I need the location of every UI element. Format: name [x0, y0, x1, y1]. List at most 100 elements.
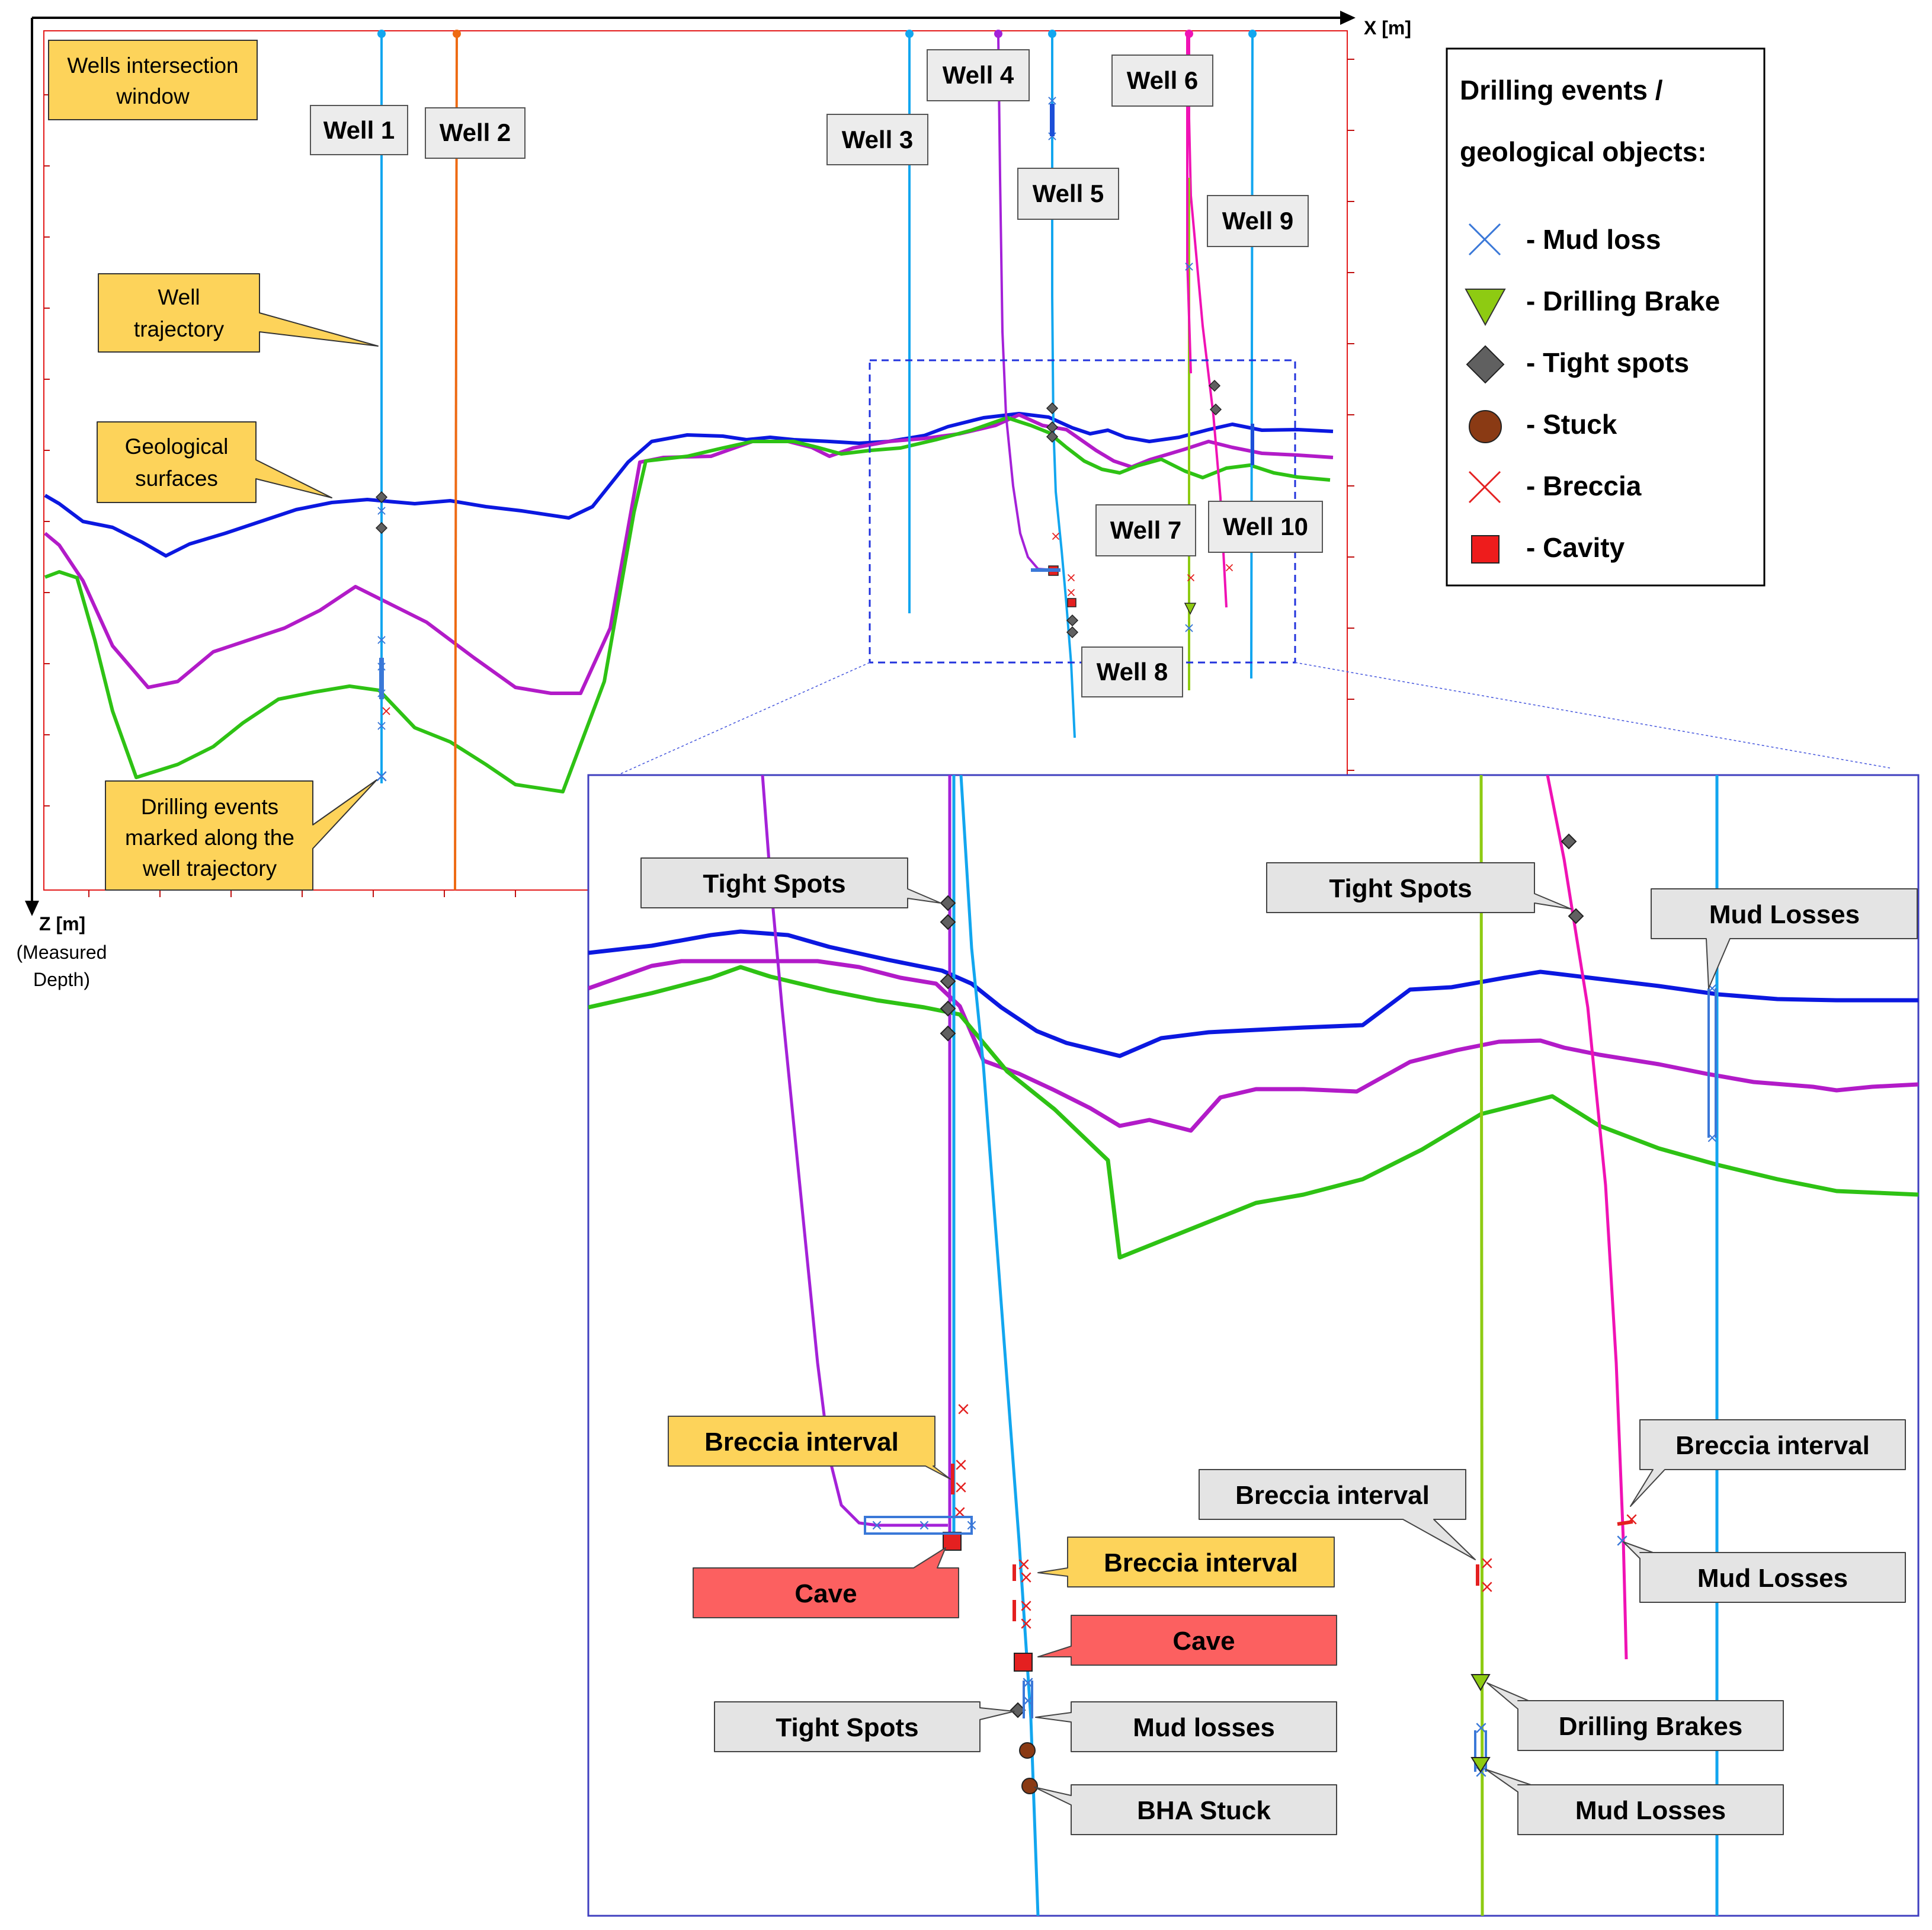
legend-item-breccia: - Breccia	[1526, 471, 1642, 501]
annotation-drilling-events: Drilling events marked along the well tr…	[105, 779, 377, 891]
svg-text:Drilling Brakes: Drilling Brakes	[1559, 1712, 1743, 1741]
x-axis	[32, 11, 1356, 25]
legend-item-tight-spots: - Tight spots	[1526, 347, 1689, 378]
zoom-surface-bottom	[588, 965, 1918, 1260]
well-5-label: Well 5	[1017, 168, 1119, 220]
svg-text:well trajectory: well trajectory	[142, 856, 277, 881]
zoom-inset: Tight Spots Tight Spots Mud Losses Brecc…	[587, 774, 1920, 1917]
ruler-ticks	[44, 59, 1354, 897]
surface-top	[44, 412, 1334, 558]
legend: Drilling events / geological objects: - …	[1446, 47, 1766, 587]
well-8-label: Well 8	[1081, 646, 1183, 697]
svg-text:Well 4: Well 4	[943, 61, 1014, 89]
legend-item-cavity: - Cavity	[1526, 532, 1625, 563]
legend-item-stuck: - Stuck	[1526, 409, 1617, 440]
callout-mud-losses-1: Mud Losses	[1651, 888, 1918, 989]
well-6-label: Well 6	[1111, 55, 1213, 107]
z-axis	[25, 18, 39, 916]
annotation-window: Wells intersection window	[48, 40, 258, 120]
svg-text:Mud losses: Mud losses	[1133, 1713, 1275, 1742]
well-7-label: Well 7	[1095, 504, 1196, 556]
well-2-label: Well 2	[425, 107, 526, 159]
callout-drilling-brakes: Drilling Brakes	[1486, 1682, 1784, 1751]
svg-text:BHA Stuck: BHA Stuck	[1137, 1796, 1271, 1825]
svg-text:Tight Spots: Tight Spots	[776, 1713, 918, 1742]
svg-text:Breccia interval: Breccia interval	[1235, 1481, 1430, 1510]
zoom-well-7	[1479, 775, 1484, 1916]
annotation-well-trajectory: Well trajectory	[98, 273, 379, 353]
z-axis-sub-1: (Measured	[17, 942, 107, 963]
legend-title-2: geological objects:	[1460, 136, 1707, 167]
svg-text:Tight Spots: Tight Spots	[703, 869, 845, 898]
legend-cavity-icon	[1471, 535, 1500, 564]
svg-text:Mud Losses: Mud Losses	[1575, 1796, 1726, 1825]
legend-breccia-icon	[1468, 471, 1501, 504]
svg-text:Mud Losses: Mud Losses	[1697, 1564, 1848, 1593]
svg-text:Tight Spots: Tight Spots	[1329, 874, 1472, 903]
zoom-surface-top	[588, 929, 1918, 1058]
callout-mud-losses-3: Mud Losses	[1623, 1541, 1906, 1603]
zoom-well-6	[1546, 775, 1628, 1660]
legend-tight-spots-icon	[1466, 345, 1505, 384]
callout-mud-losses-2: Mud losses	[1035, 1701, 1337, 1752]
legend-stuck-icon	[1469, 410, 1502, 443]
callout-breccia-interval-2: Breccia interval	[1037, 1537, 1335, 1587]
callout-tight-spots-2: Tight Spots	[1266, 862, 1572, 913]
svg-text:Well 1: Well 1	[323, 116, 395, 144]
annotation-geological-surfaces: Geological surfaces	[97, 421, 332, 503]
x-axis-label: X [m]	[1364, 17, 1411, 39]
svg-text:Well 10: Well 10	[1223, 513, 1308, 540]
svg-text:Well 3: Well 3	[842, 126, 914, 153]
svg-text:Well 8: Well 8	[1097, 658, 1168, 686]
well-8-trajectory	[1186, 36, 1192, 374]
callout-mud-losses-4: Mud Losses	[1485, 1769, 1784, 1835]
well-3-label: Well 3	[826, 114, 928, 165]
svg-text:Well: Well	[158, 285, 200, 309]
legend-item-drilling-brake: - Drilling Brake	[1526, 286, 1720, 316]
svg-text:Mud Losses: Mud Losses	[1709, 900, 1860, 929]
svg-text:Well 7: Well 7	[1110, 516, 1182, 544]
well-5-trajectory	[1051, 36, 1076, 738]
legend-mud-loss-icon	[1468, 223, 1501, 256]
z-axis-sub-2: Depth)	[33, 969, 90, 990]
svg-text:Wells intersection: Wells intersection	[67, 53, 238, 78]
legend-drilling-brake-icon	[1465, 289, 1506, 327]
events-zoom	[864, 833, 1717, 1794]
svg-text:surfaces: surfaces	[135, 466, 218, 491]
geological-surfaces-main	[44, 412, 1334, 793]
svg-text:Cave: Cave	[794, 1579, 857, 1608]
svg-text:Breccia interval: Breccia interval	[704, 1428, 899, 1457]
callout-tight-spots-1: Tight Spots	[640, 857, 941, 908]
legend-title-1: Drilling events /	[1460, 75, 1663, 105]
callout-breccia-interval-4: Breccia interval	[1630, 1419, 1906, 1507]
well-labels: Well 1 Well 2 Well 3 Well 4 Well 5 Well …	[310, 49, 1323, 697]
svg-text:Well 6: Well 6	[1127, 66, 1199, 94]
well-2-trajectory	[454, 35, 458, 891]
svg-text:Breccia interval: Breccia interval	[1675, 1431, 1870, 1460]
svg-text:Well 2: Well 2	[440, 119, 511, 146]
z-axis-label: Z [m]	[39, 913, 85, 934]
callout-bha-stuck: BHA Stuck	[1034, 1784, 1337, 1835]
surface-bottom	[44, 416, 1331, 793]
callout-breccia-interval-1: Breccia interval	[668, 1416, 951, 1480]
well-10-trajectory	[1250, 35, 1254, 679]
zoom-surface-mid	[588, 959, 1918, 1133]
callout-cave-2: Cave	[1037, 1615, 1337, 1666]
callout-breccia-interval-3: Breccia interval	[1199, 1469, 1476, 1560]
svg-text:Drilling events: Drilling events	[141, 795, 278, 819]
well-6-trajectory	[1188, 36, 1228, 608]
svg-text:window: window	[116, 84, 190, 108]
main-plot: X [m] Z [m] (Measured Depth)	[17, 11, 1891, 990]
well-4-label: Well 4	[927, 49, 1030, 101]
well-1-label: Well 1	[310, 105, 408, 155]
callout-tight-spots-3: Tight Spots	[714, 1701, 1015, 1752]
svg-text:trajectory: trajectory	[134, 317, 225, 341]
svg-text:Breccia interval: Breccia interval	[1104, 1548, 1298, 1577]
svg-text:Well 5: Well 5	[1033, 180, 1104, 207]
callout-cave-1: Cave	[693, 1547, 959, 1618]
svg-text:Well 9: Well 9	[1222, 207, 1294, 235]
events-main	[375, 96, 1254, 782]
svg-text:marked along the: marked along the	[125, 825, 294, 850]
legend-item-mud-loss: - Mud loss	[1526, 224, 1661, 255]
